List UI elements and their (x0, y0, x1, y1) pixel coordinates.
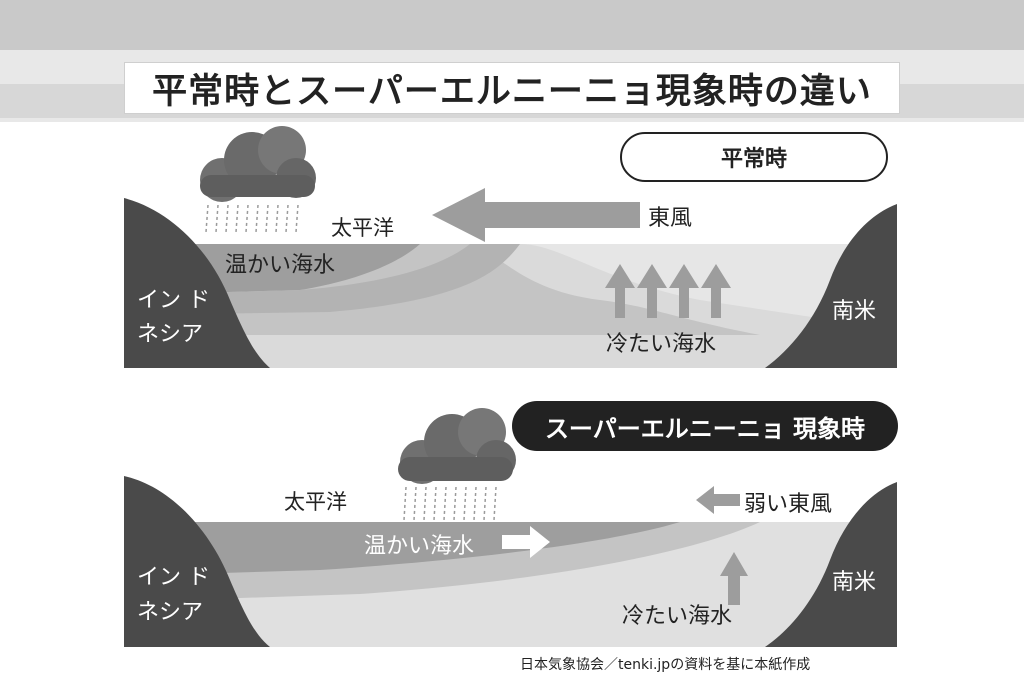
super-upwelling-arrow-icon (720, 552, 748, 605)
normal-south-america-label: 南米 (832, 299, 877, 324)
super-pacific-label: 太平洋 (284, 490, 347, 514)
super-warm-water-label: 温かい海水 (364, 534, 475, 559)
super-indonesia-label-2: ネシア (137, 600, 204, 625)
normal-wind-label: 東風 (648, 206, 693, 231)
normal-heading: 平常時 (620, 132, 888, 182)
super-cloud-icon (398, 408, 516, 521)
super-wind-label: 弱い東風 (744, 492, 833, 517)
normal-indonesia-label-2: ネシア (137, 322, 204, 347)
normal-indonesia-label-1: イン ド (137, 288, 210, 313)
super-warm-arrow-icon (502, 526, 550, 558)
page-title: 平常時とスーパーエルニーニョ現象時の違い (152, 71, 872, 112)
title-box: 平常時とスーパーエルニーニョ現象時の違い (124, 62, 900, 114)
super-cold-water-label: 冷たい海水 (622, 604, 733, 629)
normal-cold-water-label: 冷たい海水 (606, 332, 717, 357)
super-south-america-land (765, 482, 897, 647)
source-credit: 日本気象協会／tenki.jpの資料を基に本紙作成 (520, 657, 811, 673)
super-south-america-label: 南米 (832, 570, 877, 595)
normal-upwelling-arrows-icon (605, 264, 731, 318)
normal-indonesia-land (124, 198, 270, 368)
super-wind-arrow-icon (696, 486, 740, 514)
normal-wind-arrow-icon (432, 188, 640, 242)
super-indonesia-label-1: イン ド (137, 565, 210, 590)
super-heading: スーパーエルニーニョ 現象時 (512, 401, 898, 451)
normal-pacific-label: 太平洋 (331, 216, 394, 240)
normal-cloud-icon (200, 126, 316, 233)
header-band (0, 0, 1024, 50)
super-diagram (124, 408, 897, 647)
normal-south-america-land (765, 204, 897, 368)
normal-warm-water-label: 温かい海水 (225, 253, 336, 278)
normal-diagram (124, 126, 897, 368)
super-indonesia-land (124, 476, 270, 647)
